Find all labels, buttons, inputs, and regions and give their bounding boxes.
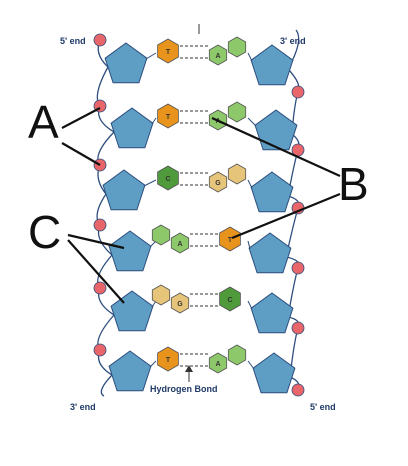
guanine-base-ring	[227, 163, 247, 185]
adenine-base-ring	[208, 352, 228, 374]
label-c-pointer	[67, 233, 125, 250]
phosphate-group	[93, 218, 107, 232]
base-pairs: TATACGATGCTA	[143, 24, 257, 374]
label-a-pointer	[61, 142, 101, 166]
phosphate-group	[93, 33, 107, 47]
top-left-end-label: 5' end	[60, 36, 86, 46]
guanine-letter: G	[215, 180, 221, 187]
phosphate-group	[93, 281, 107, 295]
label-c: C	[28, 206, 61, 258]
adenine-base-ring	[227, 101, 247, 123]
guanine-base-ring	[170, 292, 190, 314]
sugar-base-link	[151, 117, 157, 125]
adenine-letter: A	[177, 241, 182, 248]
phosphate-group	[291, 321, 305, 335]
sugar-base-link	[149, 360, 157, 368]
deoxyribose-sugar	[110, 107, 154, 149]
deoxyribose-sugar	[250, 44, 294, 86]
thymine-letter: T	[166, 357, 171, 364]
adenine-letter: A	[215, 53, 220, 60]
deoxyribose-sugar	[108, 230, 152, 272]
deoxyribose-sugar	[248, 232, 292, 274]
deoxyribose-sugar	[250, 292, 294, 334]
sugar-base-link	[247, 179, 253, 189]
adenine-base-ring	[227, 344, 247, 366]
top-right-end-label: 3' end	[280, 36, 306, 46]
sugar-base-link	[247, 240, 251, 250]
sugar-base-link	[247, 360, 255, 370]
label-b-pointer	[211, 116, 341, 178]
bottom-right-end-label: 5' end	[310, 402, 336, 412]
deoxyribose-sugar	[104, 42, 148, 84]
thymine-letter: T	[166, 114, 171, 121]
adenine-base-ring	[170, 232, 190, 254]
deoxyribose-sugar	[252, 352, 296, 394]
adenine-letter: A	[215, 361, 220, 368]
label-a: A	[28, 96, 59, 148]
phosphate-group	[291, 85, 305, 99]
label-b: B	[338, 158, 369, 210]
deoxyribose-sugar	[108, 350, 152, 392]
cytosine-base	[157, 165, 179, 191]
deoxyribose-sugar	[254, 109, 298, 151]
thymine-base	[157, 346, 179, 372]
sugar-base-link	[247, 300, 253, 310]
sugar-base-link	[143, 179, 157, 187]
sugar-phosphate-backbones	[93, 29, 305, 397]
label-c-pointer	[67, 239, 125, 304]
sugar-base-link	[145, 52, 157, 60]
guanine-base-ring	[208, 171, 228, 193]
cytosine-letter: C	[165, 176, 170, 183]
deoxyribose-sugar	[250, 171, 294, 213]
adenine-base-ring	[208, 44, 228, 66]
thymine-base	[157, 38, 179, 64]
hydrogen-bond-label: Hydrogen Bond	[150, 384, 218, 394]
phosphate-group	[291, 383, 305, 397]
adenine-base-ring	[227, 36, 247, 58]
adenine-base-ring	[151, 224, 171, 246]
guanine-base-ring	[151, 284, 171, 306]
cytosine-letter: C	[227, 297, 232, 304]
left-backbone-strand	[96, 39, 116, 397]
phosphate-group	[291, 261, 305, 275]
cytosine-base	[219, 286, 241, 312]
sugar-base-link	[247, 117, 257, 127]
hydrogen-bond-arrowhead	[185, 365, 193, 372]
thymine-letter: T	[228, 237, 233, 244]
thymine-base	[157, 103, 179, 129]
thymine-letter: T	[166, 49, 171, 56]
label-pointers	[61, 107, 341, 382]
label-b-pointer	[231, 192, 341, 240]
phosphate-group	[93, 343, 107, 357]
bottom-left-end-label: 3' end	[70, 402, 96, 412]
thymine-base	[219, 226, 241, 252]
sugar-base-link	[247, 52, 253, 62]
guanine-letter: G	[177, 301, 183, 308]
deoxyribose-sugar	[102, 169, 146, 211]
label-a-pointer	[61, 107, 101, 129]
